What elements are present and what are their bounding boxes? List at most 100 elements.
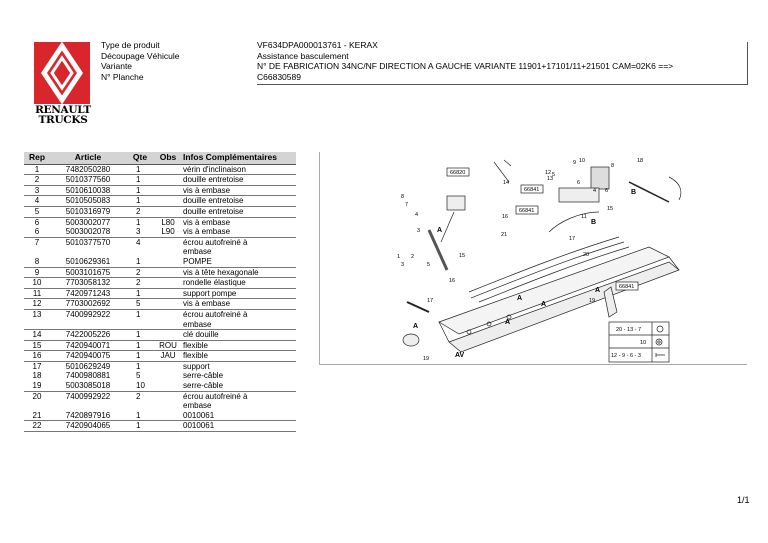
cell-obs-line: ​ — [155, 247, 181, 257]
cell-obs: ​ — [154, 174, 182, 186]
cell-qte-line: 1 — [136, 175, 141, 185]
cell-obs: ​ — [154, 277, 182, 289]
value-type-produit: VF634DPA000013761 - KERAX — [257, 40, 378, 50]
cell-rep: 15 — [24, 340, 50, 352]
cell-info-line: vis à embase — [183, 299, 231, 309]
cell-qte: 5 — [126, 298, 154, 310]
legend-row-1: 20 - 13 - 7 — [616, 327, 641, 333]
cell-qte-line: 1 — [136, 256, 141, 266]
legend-row-3: 12 - 9 - 6 - 3 — [611, 353, 641, 359]
cell-info-line: 0010061 — [183, 410, 215, 420]
cell-obs: ​ — [154, 329, 182, 341]
cell-article-line: 5010316979 — [65, 206, 111, 216]
cell-article: 7400992922​7420897916 — [50, 391, 126, 422]
svg-text:13: 13 — [547, 176, 553, 182]
cell-obs-line: ​ — [155, 411, 181, 421]
cell-rep-line: 7 — [34, 237, 40, 247]
label-decoupage: Découpage Véhicule — [101, 50, 180, 61]
cell-qte-line: 1 — [136, 421, 141, 431]
svg-text:2: 2 — [411, 254, 414, 260]
value-planche: C66830589 — [257, 71, 301, 82]
cell-article: 7400992922 — [50, 309, 126, 331]
cell-rep-line: 6 — [34, 227, 40, 237]
cell-article-line: 5010610038 — [65, 185, 111, 195]
cell-article: 5010505083 — [50, 195, 126, 207]
cell-info-line: flexible — [183, 340, 208, 350]
cell-article-line: 7703058132 — [65, 278, 111, 288]
cell-info-line: vis à embase — [183, 227, 231, 237]
diamond-emblem-icon — [40, 41, 84, 105]
cell-info-line: support — [183, 361, 210, 371]
cell-rep: 11 — [24, 288, 50, 300]
cell-rep: 14 — [24, 329, 50, 341]
callout-66841-b: 66841 — [519, 208, 534, 214]
cell-qte-line: 1 — [136, 288, 141, 298]
svg-text:6: 6 — [577, 180, 580, 186]
cell-rep: 10 — [24, 277, 50, 289]
cell-article-line: 7420897916 — [65, 410, 111, 420]
svg-text:B: B — [631, 189, 636, 196]
cell-qte: 1 — [126, 420, 154, 433]
cell-article-line: 5010629249 — [65, 361, 111, 371]
header-labels: Type de produit Découpage Véhicule Varia… — [101, 40, 179, 82]
cell-info-line: serre-câble — [183, 371, 224, 381]
cell-info-line: vis à tête hexagonale — [183, 267, 259, 277]
cell-qte-line: 2 — [136, 267, 141, 277]
cell-rep-line: 15 — [32, 340, 42, 350]
svg-text:A: A — [517, 295, 522, 302]
tilt-cylinder-assembly-drawing: 66820 66841 66841 66841 87 43 32 15 1412… — [397, 158, 682, 363]
cell-info-line: vis à embase — [183, 185, 231, 195]
svg-text:11: 11 — [581, 214, 587, 220]
cell-qte: 1 — [126, 174, 154, 186]
cell-rep-line: 21 — [32, 410, 42, 420]
cell-obs: ​ — [154, 288, 182, 300]
cell-qte-line: 4 — [136, 237, 141, 247]
svg-text:7: 7 — [405, 202, 408, 208]
cell-qte-line: 2 — [136, 391, 141, 401]
svg-text:15: 15 — [607, 206, 613, 212]
header-divider-vertical — [747, 42, 748, 84]
cell-article: 7422005226 — [50, 329, 126, 341]
cell-article-line: 5010629361 — [65, 256, 111, 266]
col-obs: Obs — [154, 152, 182, 165]
page-number: 1/1 — [737, 495, 750, 505]
callout-66841-c: 66841 — [619, 284, 634, 290]
cell-info: 0010061 — [182, 420, 296, 433]
cell-info: rondelle élastique — [182, 277, 296, 289]
cell-article-line: 5003002077 — [65, 217, 111, 227]
cell-obs: ROU — [154, 340, 182, 352]
cell-obs: ​​​ — [154, 391, 182, 422]
svg-text:A: A — [437, 227, 442, 234]
cell-rep: 22 — [24, 420, 50, 433]
cell-qte: 2 — [126, 267, 154, 279]
svg-text:4: 4 — [415, 212, 418, 218]
cell-obs-line: ​ — [155, 392, 181, 402]
cell-qte-line: 2 — [136, 206, 141, 216]
cell-article: 7482050280 — [50, 164, 126, 176]
cell-info-line: embase — [183, 401, 212, 411]
svg-text:AV: AV — [455, 352, 465, 359]
callout-66820: 66820 — [450, 170, 465, 176]
diagram-frame — [319, 152, 747, 365]
cell-rep-line: 5 — [34, 206, 40, 216]
cell-rep: 5 — [24, 206, 50, 218]
svg-text:A: A — [505, 319, 510, 326]
cell-rep-line: 3 — [34, 185, 40, 195]
cell-article-line: ​ — [51, 401, 125, 411]
legend-row-2: 10 — [640, 340, 646, 346]
svg-text:19: 19 — [423, 356, 429, 362]
cell-info: douille entretoise — [182, 174, 296, 186]
cell-article: 5010377560 — [50, 174, 126, 186]
